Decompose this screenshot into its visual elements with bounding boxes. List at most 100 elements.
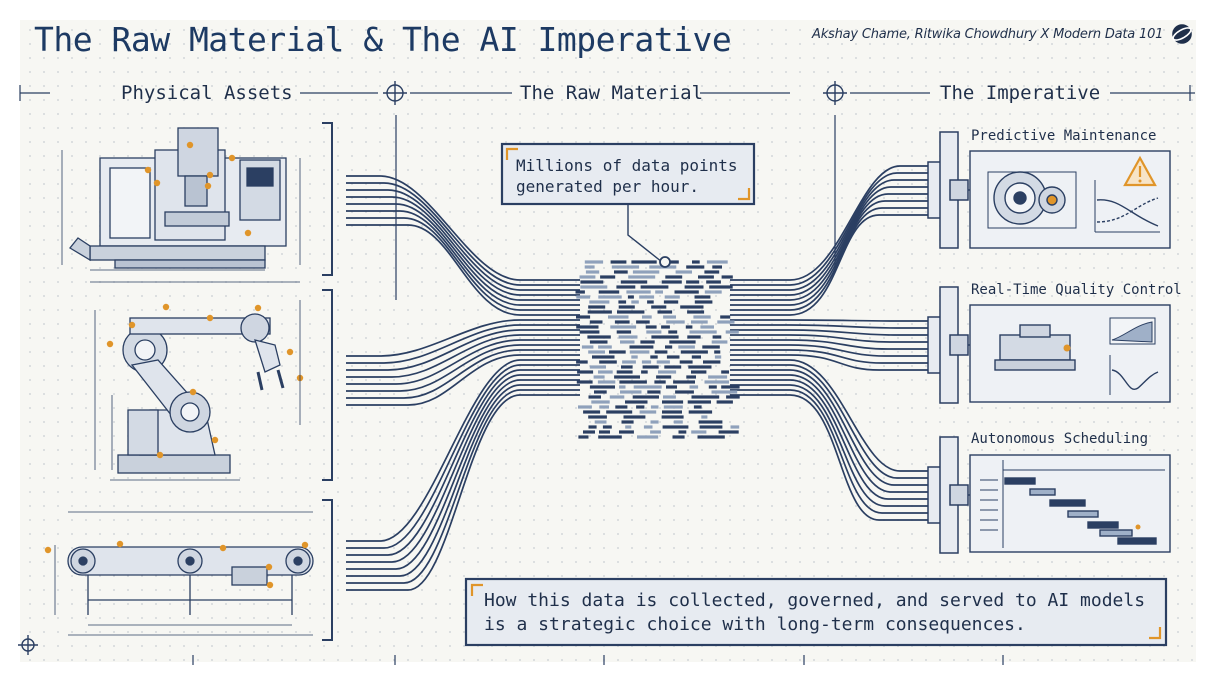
data-packet [625,425,632,429]
data-packet [721,275,733,279]
data-packet [691,430,707,434]
data-packet [687,400,711,404]
data-packet [704,270,720,274]
data-packet [691,355,701,359]
data-packet [650,355,658,359]
data-packet [576,295,591,299]
data-packet [618,305,635,309]
data-packet [687,310,705,314]
data-packet [655,290,663,294]
data-packet [651,335,679,339]
data-packet [578,435,589,439]
data-packet [697,435,725,439]
data-packet [699,425,723,429]
data-packet [611,265,640,269]
data-packet [618,300,627,304]
data-packet [717,320,735,324]
data-flow-line [730,389,930,514]
data-packet [721,370,729,374]
data-packet [686,280,700,284]
data-packet [656,360,670,364]
data-packet [576,315,591,319]
data-packet [693,315,711,319]
data-packet [608,315,629,319]
data-packet [593,375,605,379]
data-packet [646,330,662,334]
data-packet [661,325,670,329]
data-packet [641,370,648,374]
data-packet [691,370,707,374]
callout-text-bottom: How this data is collected, governed, an… [484,590,1146,635]
connector-clamp [927,131,978,249]
data-flow-line [346,394,580,591]
connector-clamp [927,436,978,554]
data-packet [589,385,615,389]
data-packet [702,345,720,349]
data-packet [618,335,638,339]
data-flow-line [730,344,930,357]
data-flow-line [346,364,580,549]
data-packet [686,265,705,269]
data-packet [668,330,678,334]
data-packet [714,350,721,354]
data-flow-line [730,394,930,521]
data-packet [656,375,672,379]
data-packet [615,405,628,409]
connector-clamp [927,286,978,404]
data-packet [639,410,657,414]
header-guides [19,85,1195,300]
data-packet [636,405,645,409]
data-packet [643,425,653,429]
data-packet [614,270,628,274]
data-packet [609,395,625,399]
data-flow-line [730,319,930,322]
data-flow-line [346,196,580,296]
data-packet [698,275,714,279]
data-packet [594,390,607,394]
data-flow-line [730,359,930,472]
imperative-label-scheduling: Autonomous Scheduling [971,431,1149,447]
data-packet [706,280,721,284]
data-packet [636,320,650,324]
data-packet [589,320,603,324]
data-packet [588,425,597,429]
data-flow-line [730,165,930,281]
data-packet [692,260,700,264]
data-packet [726,395,740,399]
data-packet [640,285,669,289]
data-packet [639,295,655,299]
column-heading-physical-assets: Physical Assets [121,82,293,104]
data-packet [669,340,696,344]
data-packet [675,270,692,274]
column-heading-imperative: The Imperative [940,82,1101,104]
data-flow-line [730,364,930,479]
data-packet [609,350,626,354]
data-packet [587,335,611,339]
data-packet [575,290,585,294]
data-packet [625,400,648,404]
data-packet [627,295,634,299]
data-packet [711,390,738,394]
data-packet [678,430,687,434]
data-flow-line [346,203,580,301]
data-packet [712,265,722,269]
data-packet [664,365,682,369]
data-packet [632,395,659,399]
page-title: The Raw Material & The AI Imperative [34,20,732,59]
data-packet [616,285,636,289]
data-packet [709,285,733,289]
data-packet [651,305,667,309]
data-packet [706,260,728,264]
data-packet [680,350,708,354]
data-packet [620,340,635,344]
data-flow-line [346,379,580,570]
data-packet [704,380,729,384]
data-packet [642,315,652,319]
data-flow-line [346,210,580,306]
data-packet [616,370,633,374]
data-flow-line [730,369,930,486]
data-packet [629,345,654,349]
data-packet [730,425,740,429]
data-packet [588,395,601,399]
data-packet [679,360,693,364]
